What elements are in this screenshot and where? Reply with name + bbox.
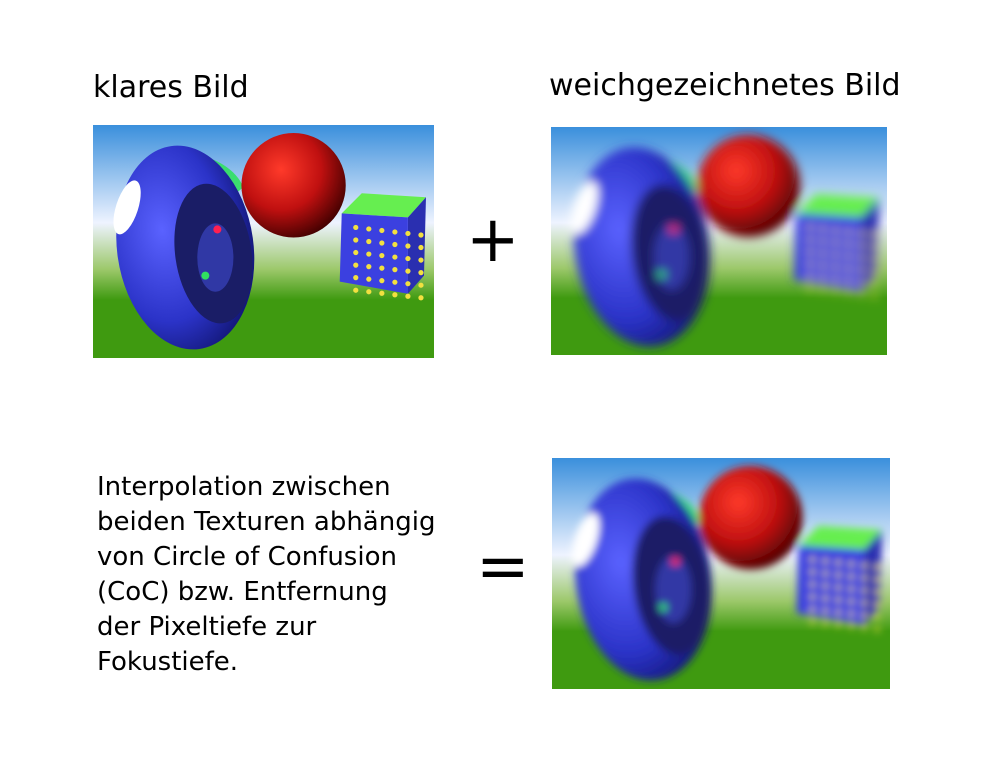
- description-line: Interpolation zwischen: [97, 472, 391, 502]
- interpolation-description: Interpolation zwischen beiden Texturen a…: [97, 470, 477, 680]
- blurred-scene-image: [551, 127, 887, 355]
- plus-operator: +: [466, 203, 520, 277]
- description-line: von Circle of Confusion: [97, 542, 397, 572]
- description-line: (CoC) bzw. Entfernung: [97, 577, 388, 607]
- equals-operator: =: [476, 530, 530, 604]
- description-line: der Pixeltiefe zur: [97, 612, 317, 642]
- sharp-image-label: klares Bild: [93, 70, 249, 105]
- result-scene-image: [552, 458, 890, 689]
- sharp-scene-image: [93, 125, 434, 358]
- blurred-image-label: weichgezeichnetes Bild: [549, 68, 901, 103]
- description-line: beiden Texturen abhängig: [97, 507, 436, 537]
- description-line: Fokustiefe.: [97, 647, 239, 677]
